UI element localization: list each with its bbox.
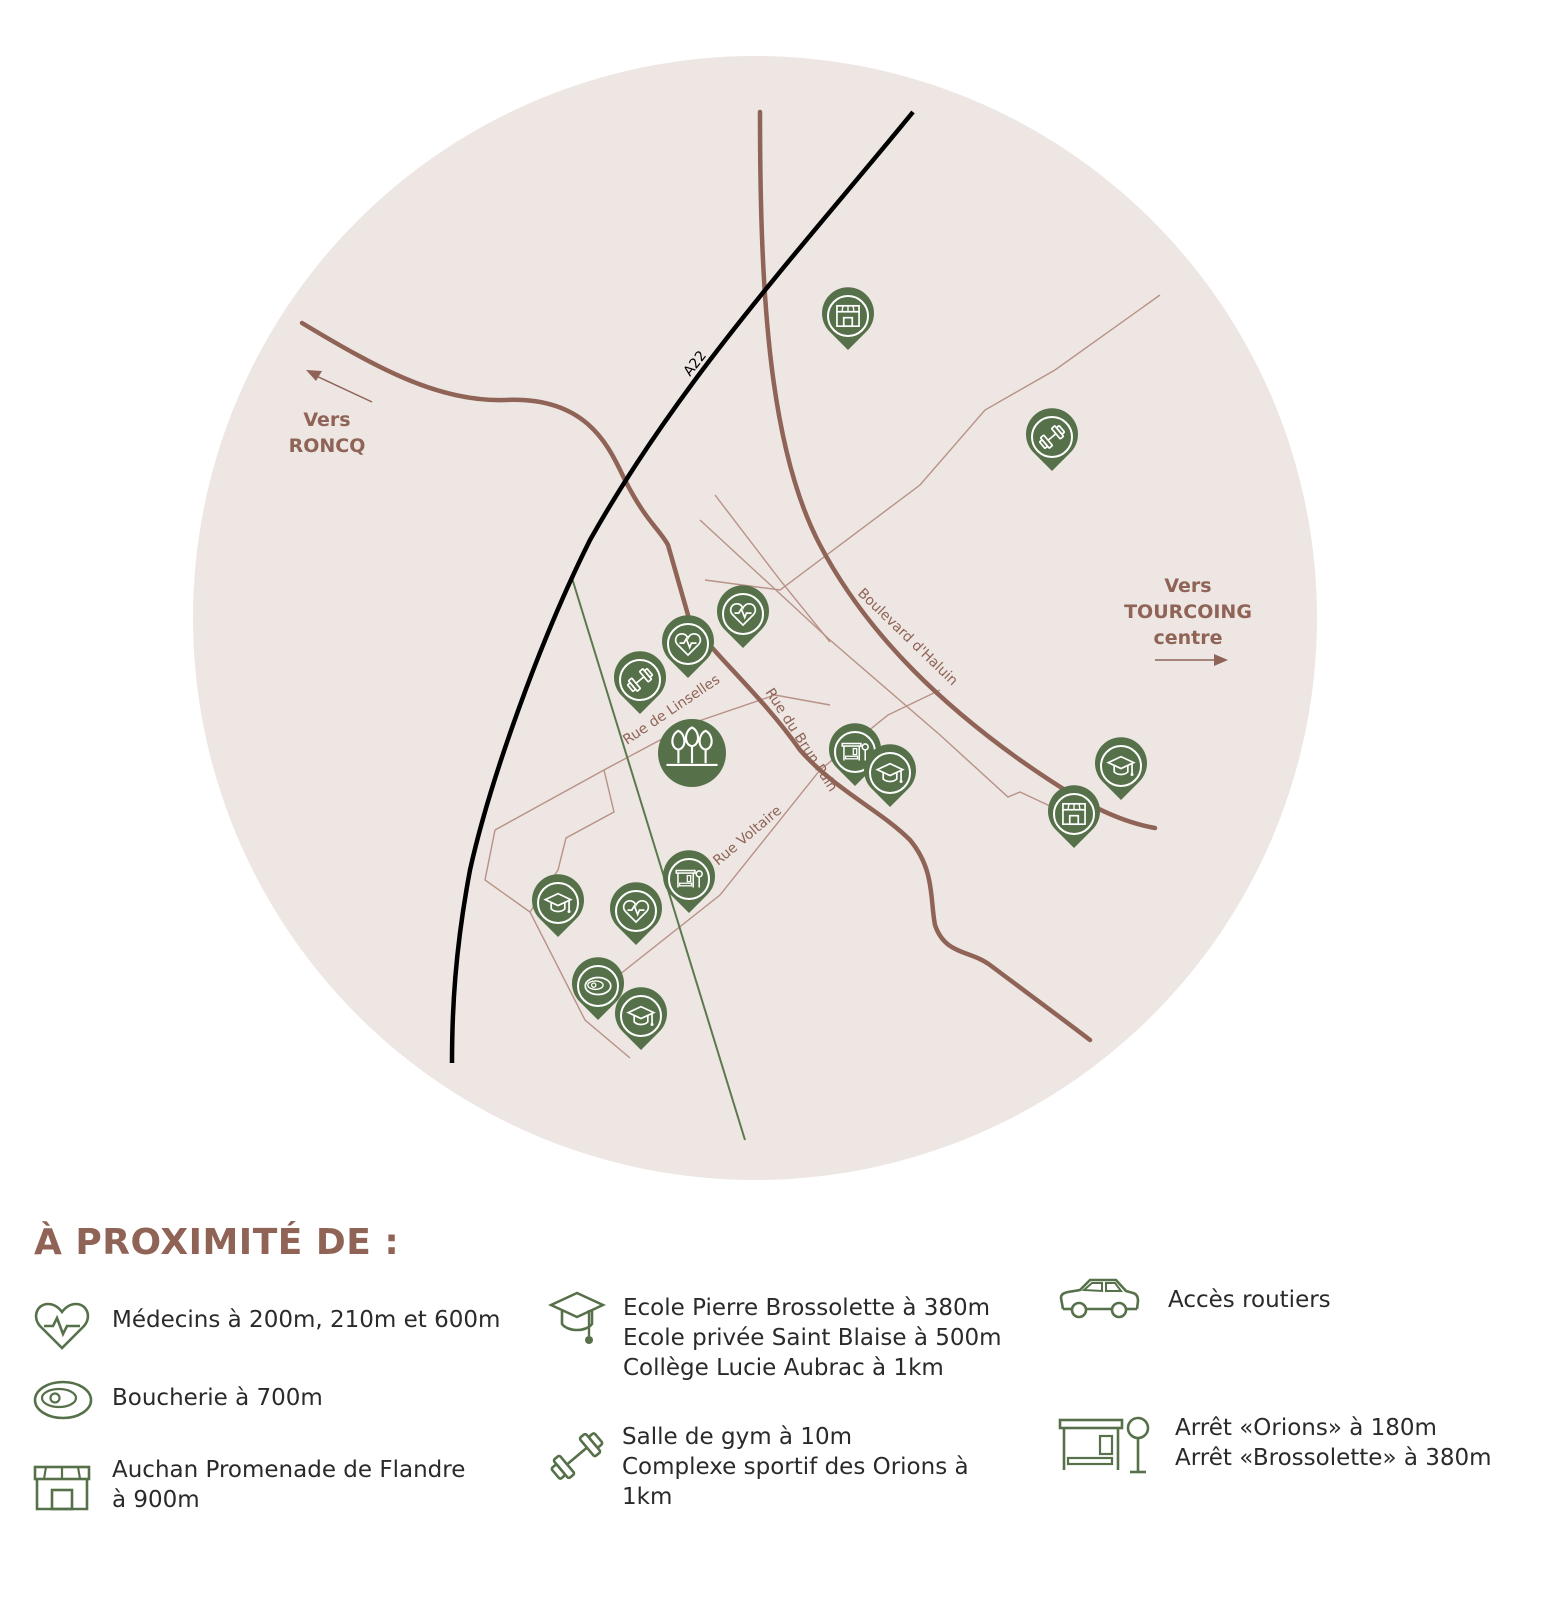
map-pin-heart[interactable]	[662, 615, 715, 678]
map-pin-dumbbell[interactable]	[614, 651, 667, 714]
map-pin-heart[interactable]	[610, 882, 662, 945]
legend-text-line: Arrêt «Brossolette» à 380m	[1175, 1445, 1492, 1471]
legend-text-line: Arrêt «Orions» à 180m	[1175, 1415, 1437, 1441]
dumbbell-icon	[550, 1432, 604, 1480]
map-pin-school[interactable]	[1095, 737, 1147, 800]
legend-text-line: Médecins à 200m, 210m et 600m	[112, 1307, 501, 1333]
direction-label-line: Vers	[303, 409, 351, 431]
shop-icon	[33, 1465, 91, 1511]
car-icon	[1059, 1278, 1140, 1319]
direction-label-line: centre	[1153, 627, 1223, 649]
map-pin-school[interactable]	[864, 744, 917, 807]
legend-text-line: Collège Lucie Aubrac à 1km	[623, 1355, 944, 1381]
highway-a22	[449, 110, 915, 1064]
map-pin-school[interactable]	[615, 987, 668, 1050]
legend-text-line: Salle de gym à 10m	[622, 1424, 852, 1450]
area-map: A22 Rue de Linselles Rue du Brun Pain Bo…	[193, 56, 1317, 1180]
legend-text-line: Ecole privée Saint Blaise à 500m	[623, 1325, 1002, 1351]
legend-text-line: Complexe sportif des Orions à	[622, 1454, 969, 1480]
legend-text-line: Boucherie à 700m	[112, 1385, 323, 1411]
direction-label-tourcoing: Vers TOURCOING centre	[1118, 573, 1258, 651]
heart-icon	[34, 1302, 90, 1350]
map-pin-meat[interactable]	[572, 957, 624, 1020]
legend-text-line: Accès routiers	[1168, 1287, 1331, 1313]
meat-icon	[33, 1380, 93, 1420]
legend-title: À PROXIMITÉ DE :	[34, 1222, 400, 1263]
legend-text-line: 1km	[622, 1484, 673, 1510]
map-pin-bus-stop[interactable]	[663, 850, 715, 913]
direction-label-line: TOURCOING	[1124, 601, 1252, 623]
direction-label-line: Vers	[1164, 575, 1212, 597]
railway-line	[571, 577, 746, 1141]
direction-arrows	[306, 370, 1228, 666]
bus-stop-icon	[1058, 1416, 1150, 1474]
direction-label-line: RONCQ	[288, 435, 366, 457]
legend-text-line: à 900m	[112, 1487, 200, 1513]
map-pin-dumbbell[interactable]	[1026, 408, 1079, 471]
school-icon	[548, 1291, 606, 1344]
legend-text-line: Auchan Promenade de Flandre	[112, 1457, 466, 1483]
legend-text-line: Ecole Pierre Brossolette à 380m	[623, 1295, 991, 1321]
map-pin-shop[interactable]	[1048, 785, 1100, 848]
map-pin-school[interactable]	[532, 874, 585, 937]
park-marker[interactable]	[658, 719, 726, 787]
direction-label-roncq: Vers RONCQ	[278, 407, 376, 459]
map-pin-shop[interactable]	[822, 287, 875, 350]
map-pin-heart[interactable]	[716, 585, 769, 648]
